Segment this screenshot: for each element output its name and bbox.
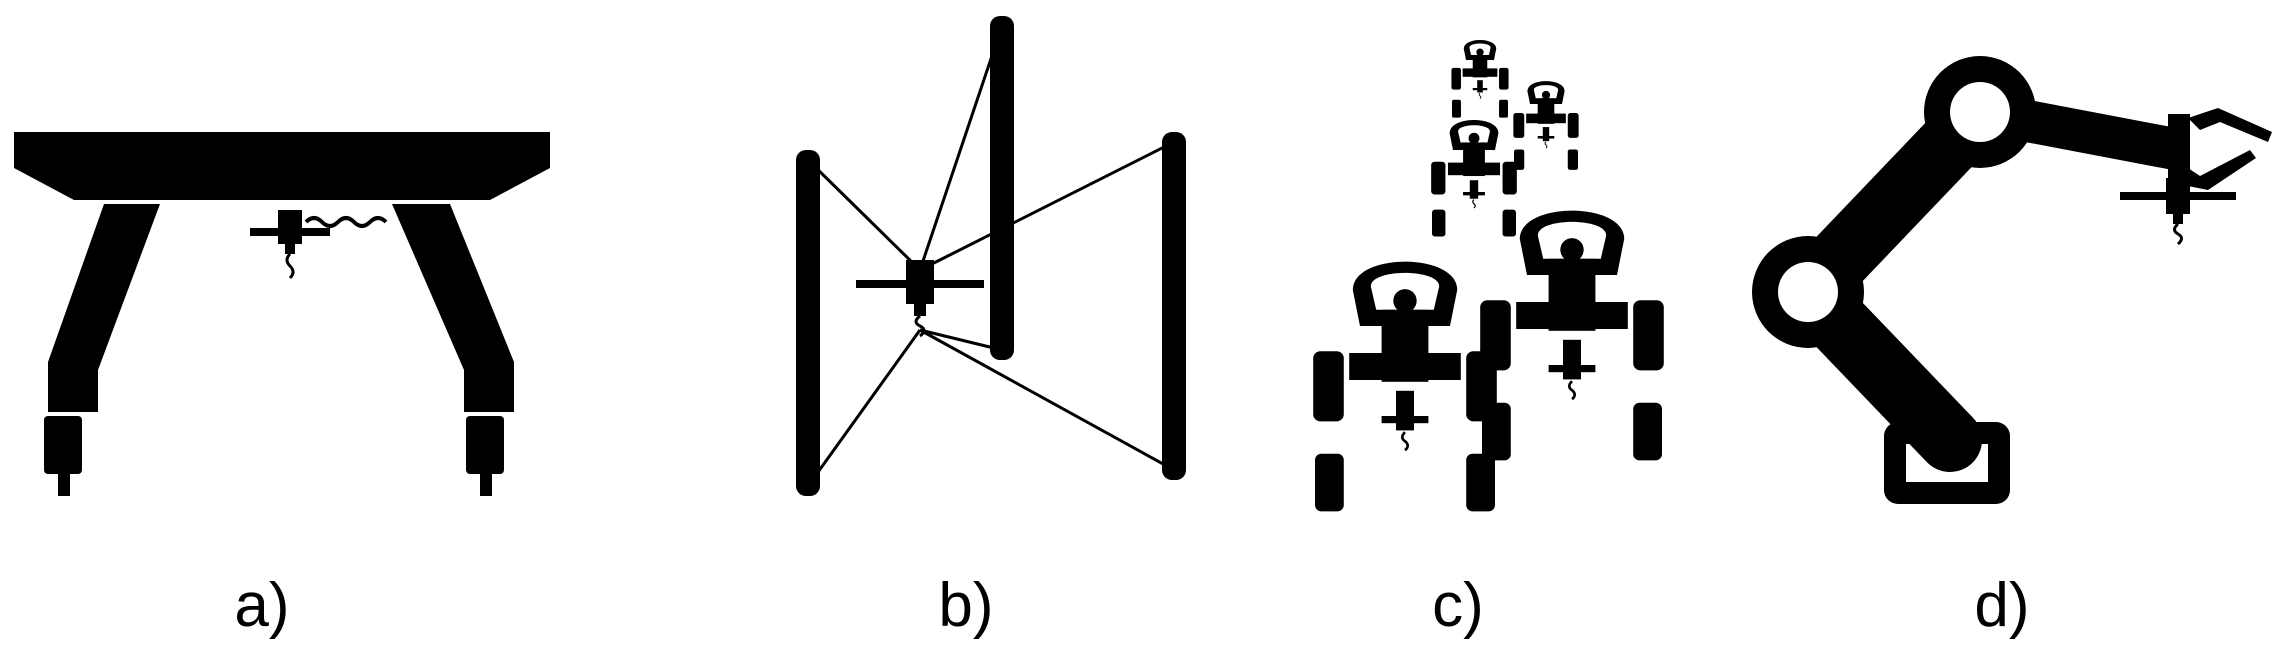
cable-driven-printer-icon bbox=[796, 16, 1186, 496]
panel-label-c: c) bbox=[1432, 571, 1484, 640]
panel-label-d: d) bbox=[1974, 571, 2029, 640]
robotic-arm-printer-icon bbox=[1752, 56, 2272, 504]
panel-label-b: b) bbox=[938, 571, 993, 640]
mobile-robot-swarm-icon bbox=[1311, 39, 1666, 513]
panel-label-a: a) bbox=[234, 571, 289, 640]
gantry-printer-icon bbox=[14, 132, 550, 496]
